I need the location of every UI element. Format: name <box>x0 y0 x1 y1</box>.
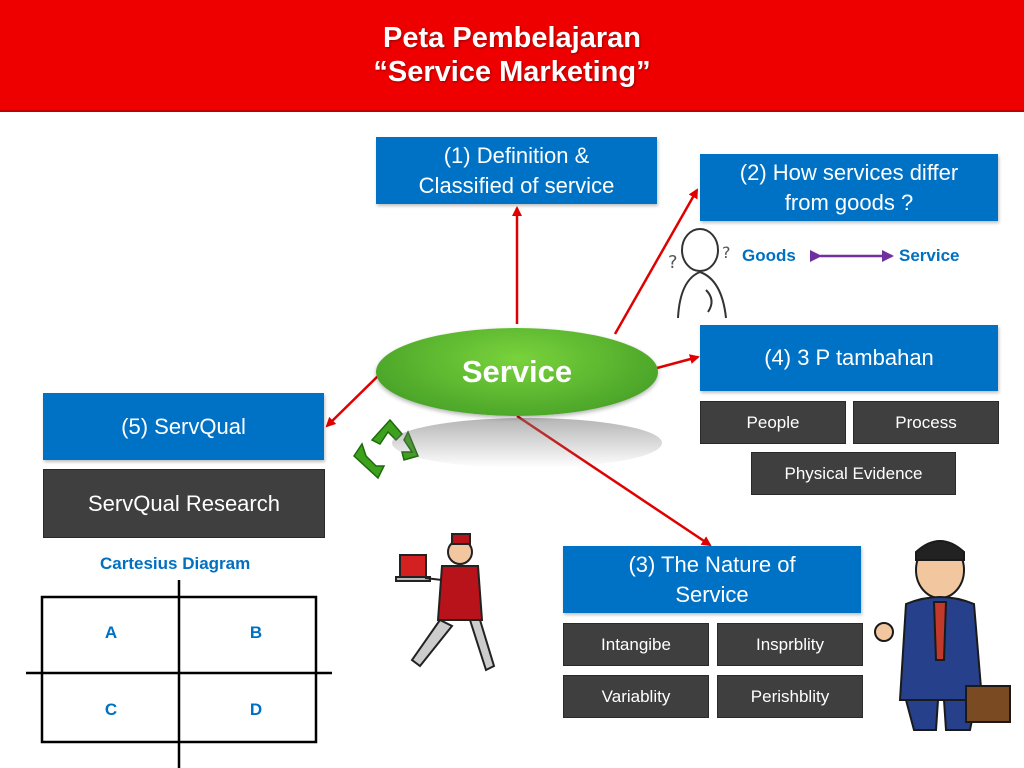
people-label: People <box>746 412 800 432</box>
title-banner: Peta Pembelajaran “Service Marketing” <box>0 0 1024 112</box>
servqual-box[interactable]: (5) ServQual <box>43 393 324 460</box>
cell-d: D <box>249 700 263 719</box>
center-service-label: Service <box>461 354 573 389</box>
service-label: Service <box>899 246 960 265</box>
arrow-to-differ <box>613 188 699 335</box>
process-label: Process <box>895 412 957 432</box>
nature-line1: (3) The Nature of <box>628 551 796 577</box>
variability-box[interactable]: Variablity <box>563 675 709 718</box>
bellhop-icon <box>395 533 496 672</box>
three-p-box[interactable]: (4) 3 P tambahan <box>700 325 998 391</box>
cartesius-grid <box>26 580 332 768</box>
cell-c: C <box>104 700 118 719</box>
cell-b: B <box>249 623 263 642</box>
servqual-research-box[interactable]: ServQual Research <box>43 469 325 538</box>
differ-line1: (2) How services differ <box>739 159 959 185</box>
svg-text:?: ? <box>722 243 731 262</box>
physical-evidence-label: Physical Evidence <box>784 463 923 483</box>
cell-a: A <box>104 623 118 642</box>
nature-box[interactable]: (3) The Nature of Service <box>563 546 861 613</box>
variability-label: Variablity <box>601 686 671 706</box>
nature-line2: Service <box>675 581 749 607</box>
differ-line2: from goods ? <box>784 189 914 215</box>
inseparability-box[interactable]: Insprblity <box>717 623 863 666</box>
process-box[interactable]: Process <box>853 401 999 444</box>
arrow-to-3p <box>656 354 700 370</box>
definition-line2: Classified of service <box>418 172 615 198</box>
businessman-icon <box>874 540 1011 731</box>
perishability-label: Perishblity <box>750 686 830 706</box>
intangible-box[interactable]: Intangibe <box>563 623 709 666</box>
cartesius-title: Cartesius Diagram <box>100 554 251 573</box>
center-service-node[interactable]: Service <box>376 328 658 416</box>
definition-line1: (1) Definition & <box>443 142 590 168</box>
physical-evidence-box[interactable]: Physical Evidence <box>751 452 956 495</box>
inseparability-label: Insprblity <box>755 634 825 654</box>
arrow-to-servqual <box>325 373 381 428</box>
thinking-person-icon: ? ? <box>668 228 731 319</box>
servqual-research-label: ServQual Research <box>88 490 280 516</box>
goods-label: Goods <box>742 246 796 265</box>
page-title-line2: “Service Marketing” <box>373 56 651 88</box>
people-box[interactable]: People <box>700 401 846 444</box>
intangible-label: Intangibe <box>601 634 671 654</box>
center-reflection <box>392 418 662 468</box>
page-title-line1: Peta Pembelajaran <box>383 22 641 54</box>
svg-text:?: ? <box>668 252 678 273</box>
definition-box[interactable]: (1) Definition & Classified of service <box>376 137 657 204</box>
perishability-box[interactable]: Perishblity <box>717 675 863 718</box>
servqual-label: (5) ServQual <box>121 413 246 439</box>
three-p-label: (4) 3 P tambahan <box>764 345 934 370</box>
differ-box[interactable]: (2) How services differ from goods ? <box>700 154 998 221</box>
